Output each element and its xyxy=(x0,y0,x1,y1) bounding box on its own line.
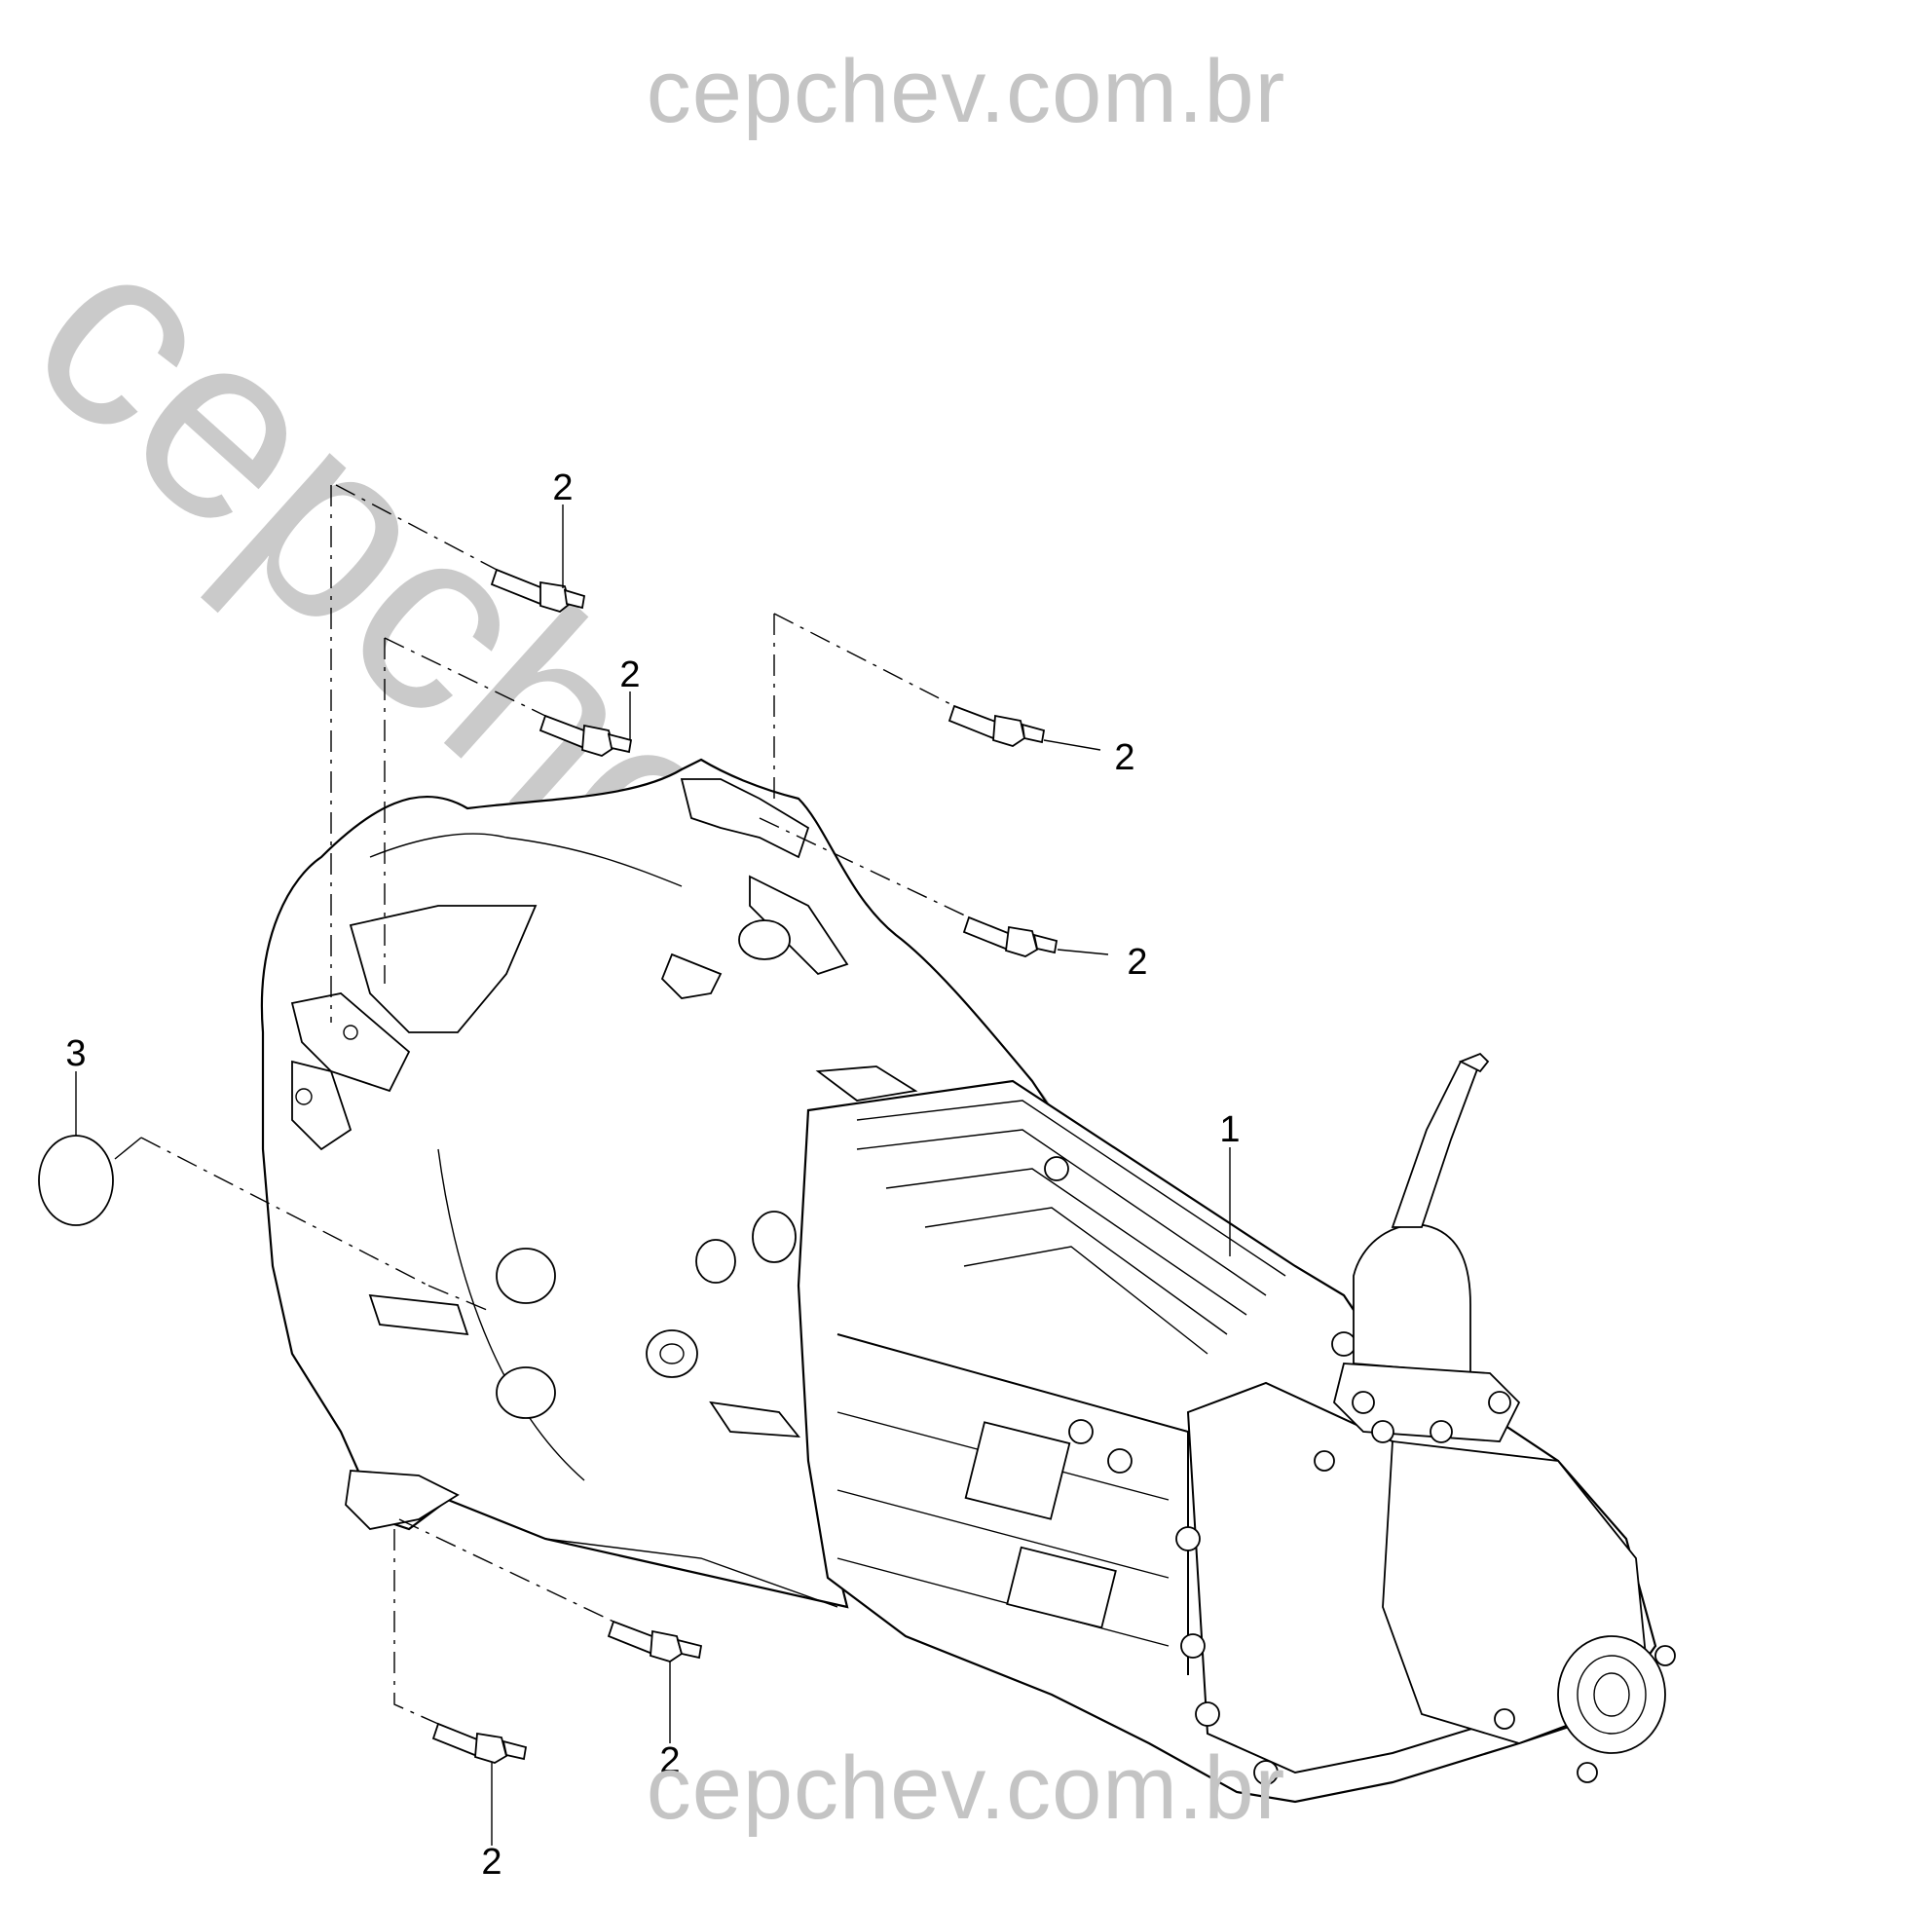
plug-icon xyxy=(38,1135,114,1226)
gearbox-body xyxy=(797,1052,1676,1804)
bolt-icon xyxy=(539,714,633,757)
assembly-lines xyxy=(140,484,970,1725)
callout-transmission: 1 xyxy=(1219,1109,1240,1150)
bolt-icon xyxy=(431,1722,528,1764)
bolt-icon xyxy=(962,915,1059,957)
callout-bolt: 2 xyxy=(619,654,640,695)
callout-bolt: 2 xyxy=(481,1842,502,1883)
callout-bolt: 2 xyxy=(659,1740,680,1781)
transmission-case xyxy=(260,758,1073,1609)
callout-bolt: 2 xyxy=(1127,942,1147,983)
leader-lines xyxy=(75,504,1231,1846)
bolt-icon xyxy=(490,568,586,613)
bolts xyxy=(431,568,1059,1764)
bolt-icon xyxy=(607,1620,703,1662)
bolt-icon xyxy=(947,704,1046,747)
callout-bolt: 2 xyxy=(552,467,573,508)
callout-bolt: 2 xyxy=(1114,737,1134,778)
callout-plug: 3 xyxy=(65,1033,86,1074)
